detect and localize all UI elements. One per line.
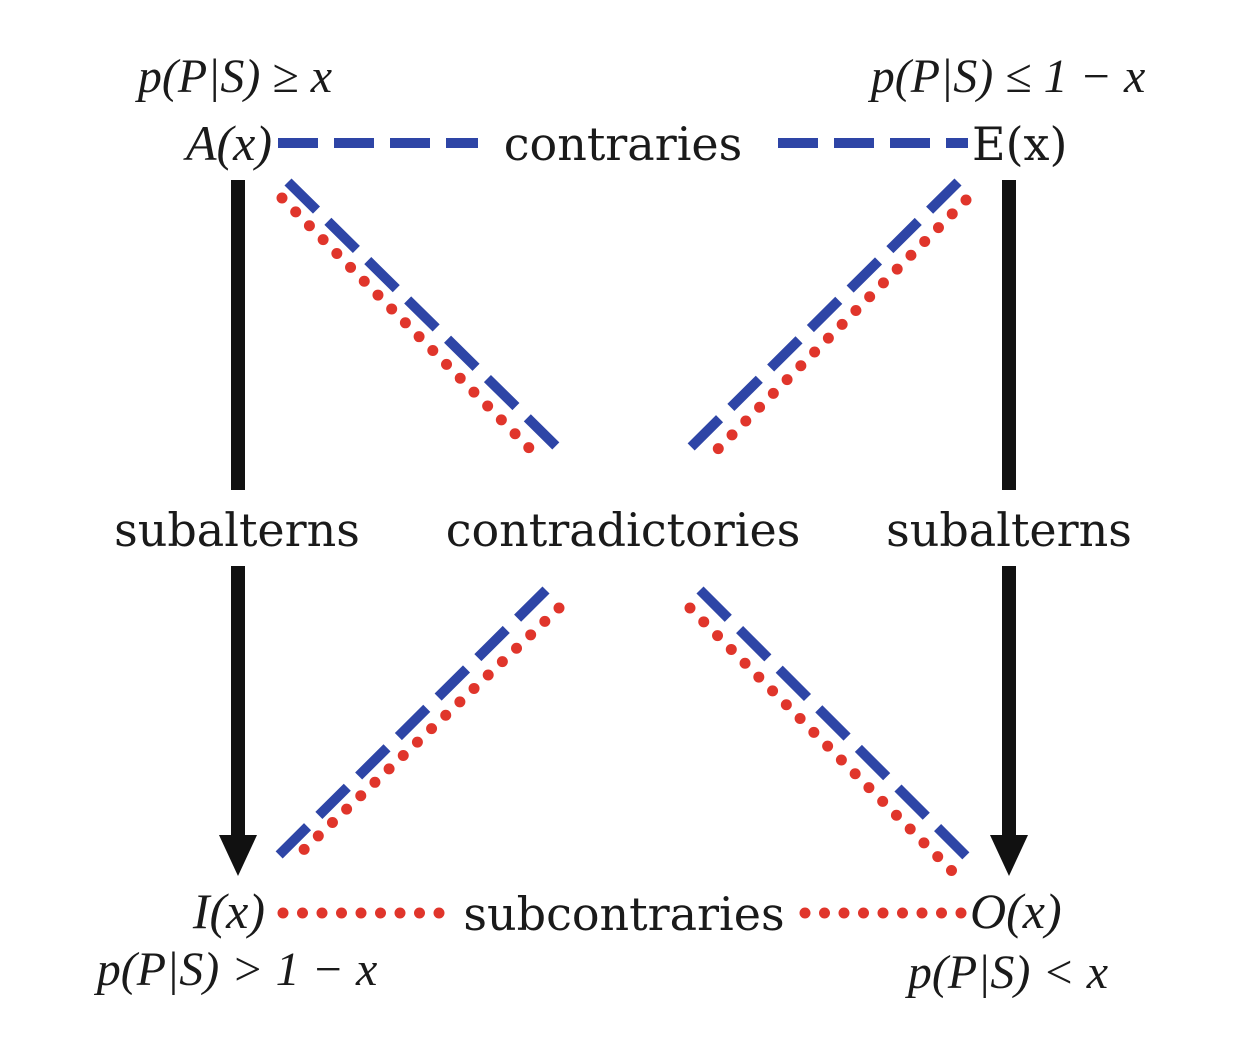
contradictories-label: contradictories [446,503,801,557]
corner-i-label: I(x) [192,883,265,939]
subalterns-left-label: subalterns [114,503,360,557]
corner-a-label: A(x) [183,115,272,171]
contradictories-diagonal-upper-right-dashed [682,178,962,456]
contradictories-diagonal-upper-left-dashed [284,178,566,456]
contradictories-diagonal-lower-left-dotted [289,602,565,864]
contraries-label: contraries [504,117,743,171]
corner-e-label: E(x) [972,117,1067,171]
contradictories-diagonal-lower-right-dashed [696,586,976,866]
contradictories-diagonal-lower-right-dotted [684,602,959,878]
subalterns-right-label: subalterns [886,503,1132,557]
contradictories-diagonal-lower-left-dashed [270,586,550,864]
corner-o-condition: p(P|S) < x [905,946,1108,999]
contradictories-diagonal-upper-left-dotted [276,192,548,467]
subalterns-right-arrowhead [990,835,1028,876]
corner-a-condition: p(P|S) ≥ x [135,50,332,103]
corner-e-condition: p(P|S) ≤ 1 − x [868,50,1146,103]
corner-i-condition: p(P|S) > 1 − x [94,943,378,996]
subcontraries-label: subcontraries [463,887,784,941]
subalterns-left-arrowhead [219,835,257,876]
corner-o-label: O(x) [970,883,1062,939]
contradictories-diagonal-upper-right-dotted [700,194,972,467]
